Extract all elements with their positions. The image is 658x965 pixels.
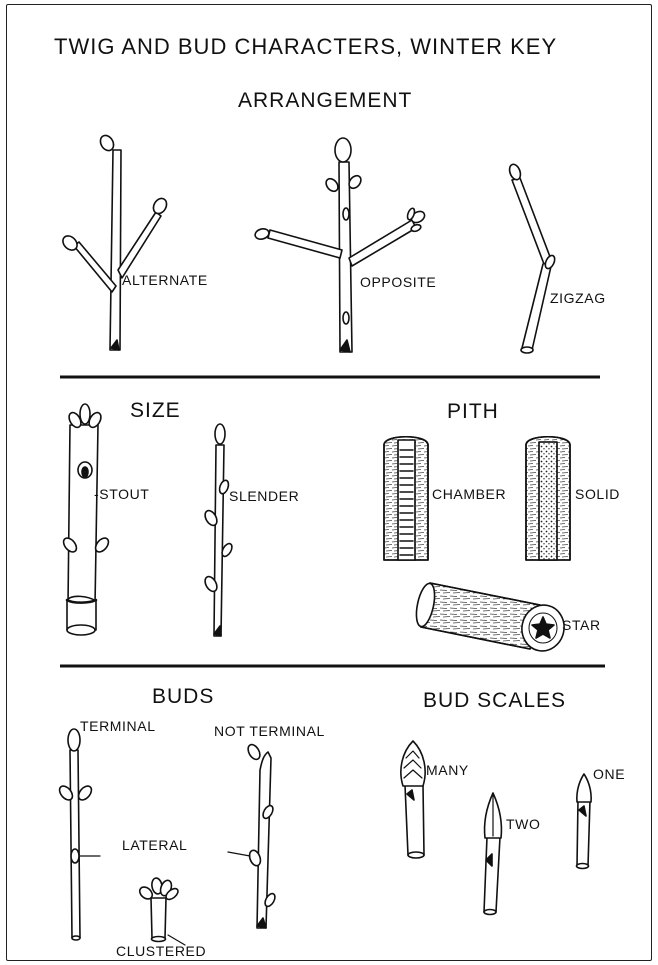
alternate-twig [60,133,169,350]
label-clustered: CLUSTERED [116,943,206,959]
arrangement-heading: ARRANGEMENT [238,89,412,113]
label-solid: SOLID [575,486,620,502]
label-zigzag: ZIGZAG [550,290,606,306]
label-stout: -STOUT [94,486,149,502]
label-many: MANY [426,762,469,778]
clustered-bud-twig [137,877,185,945]
label-lateral: LATERAL [122,837,187,853]
solid-pith [526,437,570,560]
stout-twig [61,404,111,635]
label-star: STAR [562,617,601,633]
slender-twig [203,424,234,636]
two-scales-bud [484,793,501,915]
star-pith [413,582,568,655]
page-title: TWIG AND BUD CHARACTERS, WINTER KEY [54,34,557,60]
one-scale-bud [577,774,592,869]
label-opposite: OPPOSITE [360,274,436,290]
zigzag-twig [508,163,557,353]
label-slender: SLENDER [229,488,299,504]
not-terminal-bud-twig [228,743,277,928]
label-alternate: ALTERNATE [122,272,208,288]
chambered-pith [384,437,428,560]
opposite-twig [254,138,427,352]
label-chamber: CHAMBER [432,486,506,502]
buds-heading: BUDS [152,685,214,709]
pith-heading: PITH [447,400,499,424]
many-scales-bud [401,741,425,858]
bud-scales-heading: BUD SCALES [423,689,566,713]
label-not-terminal: NOT TERMINAL [214,723,325,739]
label-two: TWO [506,816,540,832]
terminal-bud-twig [57,729,100,940]
label-terminal: TERMINAL [80,718,156,734]
label-one: ONE [593,766,625,782]
size-heading: SIZE [130,399,181,423]
